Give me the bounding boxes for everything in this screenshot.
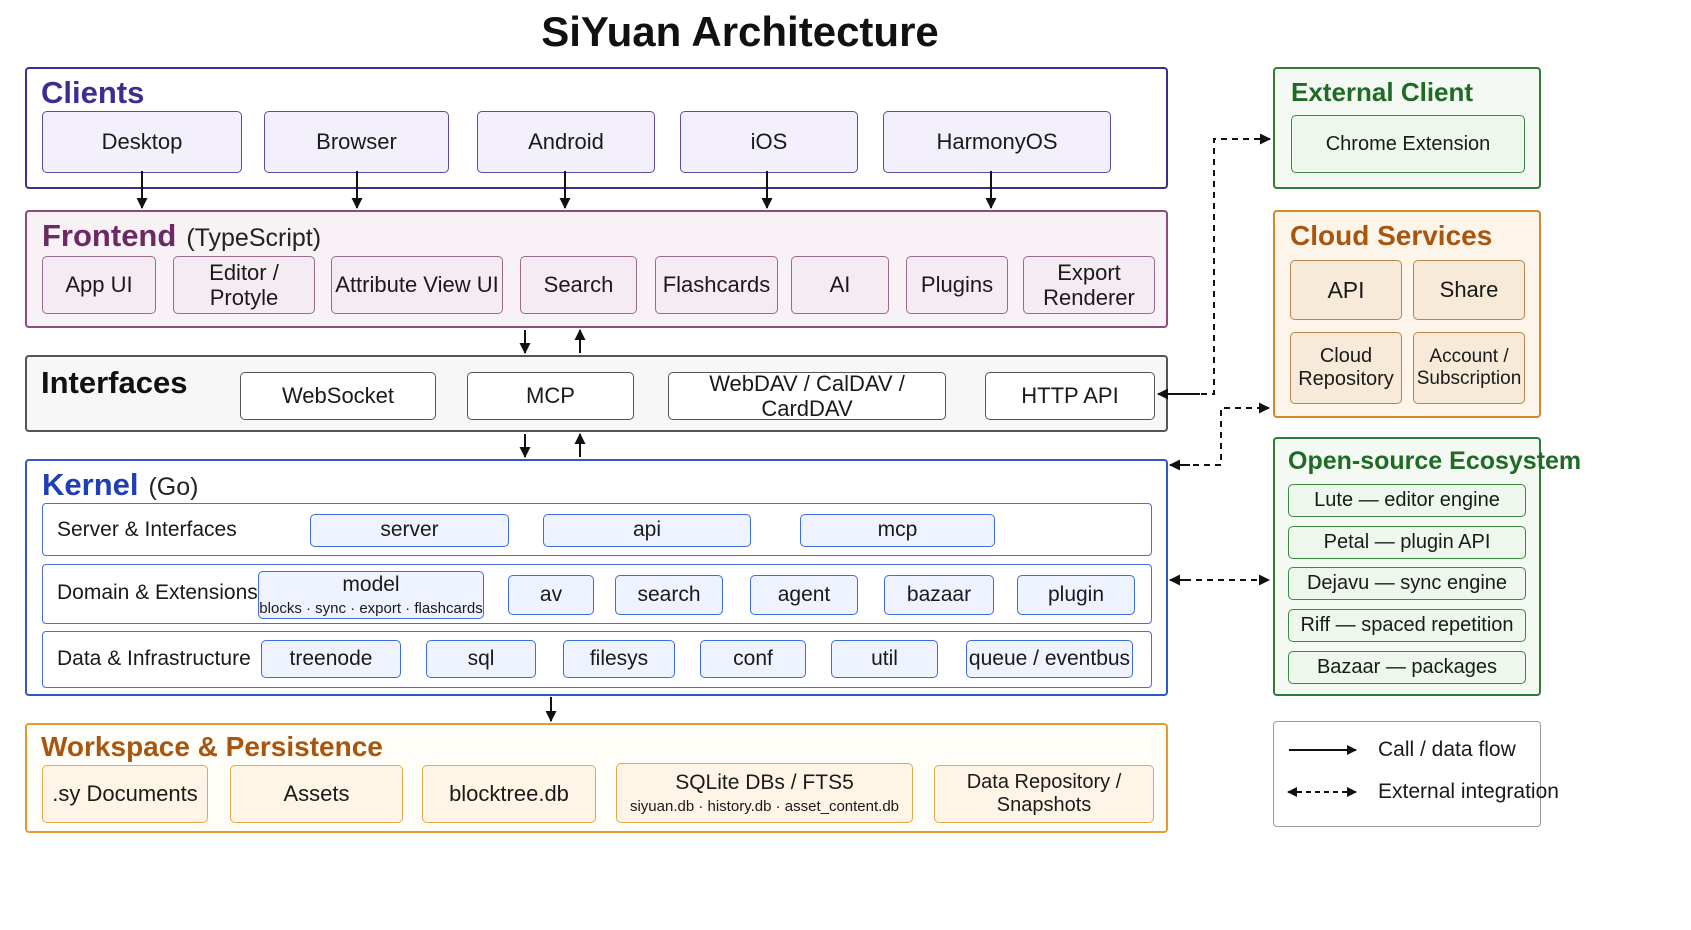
ecosystem-group: Open-source Ecosystem Lute — editor engi… xyxy=(1273,437,1581,696)
ecosystem-title: Open-source Ecosystem xyxy=(1288,447,1582,475)
frontend-export-renderer: Export Renderer xyxy=(1023,256,1155,314)
workspace-sqlite-detail: siyuan.db · history.db · asset_content.d… xyxy=(629,797,900,815)
external-chrome-extension: Chrome Extension xyxy=(1291,115,1525,173)
client-browser: Browser xyxy=(264,111,449,173)
cloud-share: Share xyxy=(1413,260,1525,320)
cloud-repository-line1: Cloud xyxy=(1319,345,1373,367)
dashed-http-api-chrome xyxy=(1168,133,1271,395)
workspace-sqlite: SQLite DBs / FTS5 siyuan.db · history.db… xyxy=(616,763,913,823)
frontend-group: Frontend (TypeScript) App UI Editor / Pro… xyxy=(25,210,1168,328)
kernel-conf: conf xyxy=(700,640,806,678)
kernel-plugin: plugin xyxy=(1017,575,1135,615)
legend-external-label: External integration xyxy=(1378,780,1559,803)
workspace-blocktree-db: blocktree.db xyxy=(422,765,596,823)
kernel-data-label: Data & Infrastructure xyxy=(57,647,251,670)
interfaces-group: Interfaces WebSocket MCP WebDAV / CalDAV… xyxy=(25,355,1168,432)
clients-title: Clients xyxy=(41,75,145,110)
frontend-ai: AI xyxy=(791,256,889,314)
ecosystem-dejavu: Dejavu — sync engine xyxy=(1288,567,1526,600)
frontend-attribute-view-ui: Attribute View UI xyxy=(331,256,503,314)
interfaces-title: Interfaces xyxy=(41,365,188,400)
page-title: SiYuan Architecture xyxy=(541,8,939,55)
interface-http-api: HTTP API xyxy=(985,372,1155,420)
kernel-queue-eventbus: queue / eventbus xyxy=(966,640,1133,678)
cloud-api: API xyxy=(1290,260,1402,320)
client-harmonyos: HarmonyOS xyxy=(883,111,1111,173)
kernel-model-detail: blocks · sync · export · flashcards xyxy=(259,599,483,617)
kernel-agent: agent xyxy=(750,575,858,615)
frontend-app-ui: App UI xyxy=(42,256,156,314)
kernel-search: search xyxy=(615,575,723,615)
workspace-data-repository: Data Repository / Snapshots xyxy=(934,765,1154,823)
legend: Call / data flow External integration xyxy=(1273,721,1559,827)
cloud-repository: Cloud Repository xyxy=(1290,332,1402,404)
frontend-search: Search xyxy=(520,256,637,314)
dashed-kernel-cloud xyxy=(1182,402,1270,466)
kernel-server-panel: Server & Interfaces server api mcp xyxy=(42,503,1152,556)
kernel-filesys: filesys xyxy=(563,640,675,678)
kernel-model: model blocks · sync · export · flashcard… xyxy=(258,571,484,619)
kernel-model-name: model xyxy=(342,572,400,596)
workspace-title: Workspace & Persistence xyxy=(41,731,383,762)
frontend-title-text: Frontend xyxy=(42,218,177,253)
frontend-flashcards: Flashcards xyxy=(655,256,778,314)
ecosystem-lute: Lute — editor engine xyxy=(1288,484,1526,517)
interface-mcp: MCP xyxy=(467,372,634,420)
legend-call-label: Call / data flow xyxy=(1378,738,1516,761)
kernel-domain-panel: Domain & Extensions model blocks · sync … xyxy=(42,564,1152,624)
client-desktop: Desktop xyxy=(42,111,242,173)
external-client-group: External Client Chrome Extension xyxy=(1273,67,1541,189)
kernel-server: server xyxy=(310,514,509,547)
client-ios: iOS xyxy=(680,111,858,173)
frontend-subtitle: (TypeScript) xyxy=(186,224,322,252)
ecosystem-bazaar: Bazaar — packages xyxy=(1288,651,1526,684)
interface-websocket: WebSocket xyxy=(240,372,436,420)
ecosystem-riff: Riff — spaced repetition xyxy=(1288,609,1526,642)
frontend-plugins: Plugins xyxy=(906,256,1008,314)
cloud-services-group: Cloud Services API Share Cloud Repositor… xyxy=(1273,210,1541,418)
workspace-sy-documents: .sy Documents xyxy=(42,765,208,823)
cloud-account-subscription: Account / Subscription xyxy=(1413,332,1525,404)
cloud-account-line1: Account / xyxy=(1429,346,1509,368)
cloud-services-title: Cloud Services xyxy=(1290,220,1493,251)
kernel-av: av xyxy=(508,575,594,615)
workspace-group: Workspace & Persistence .sy Documents As… xyxy=(25,723,1168,833)
external-client-title: External Client xyxy=(1291,77,1474,107)
kernel-mcp: mcp xyxy=(800,514,995,547)
clients-group: Clients Desktop Browser Android iOS Harm… xyxy=(25,67,1168,189)
interface-webdav: WebDAV / CalDAV / CardDAV xyxy=(668,371,946,421)
kernel-sql: sql xyxy=(426,640,536,678)
kernel-util: util xyxy=(831,640,938,678)
kernel-server-label: Server & Interfaces xyxy=(57,518,237,541)
kernel-title: Kernel (Go) xyxy=(42,467,198,503)
frontend-title: Frontend (TypeScript) xyxy=(42,218,321,254)
workspace-sqlite-name: SQLite DBs / FTS5 xyxy=(675,770,854,794)
kernel-data-panel: Data & Infrastructure treenode sql files… xyxy=(42,631,1152,688)
ecosystem-petal: Petal — plugin API xyxy=(1288,526,1526,559)
kernel-group: Kernel (Go) Server & Interfaces server ap… xyxy=(25,459,1168,696)
kernel-api: api xyxy=(543,514,751,547)
frontend-editor: Editor / Protyle xyxy=(173,256,315,314)
cloud-account-line2: Subscription xyxy=(1416,368,1522,389)
kernel-bazaar: bazaar xyxy=(884,575,994,615)
kernel-title-text: Kernel xyxy=(42,467,139,502)
workspace-assets: Assets xyxy=(230,765,403,823)
kernel-domain-label: Domain & Extensions xyxy=(57,581,258,604)
kernel-subtitle: (Go) xyxy=(148,473,199,501)
kernel-treenode: treenode xyxy=(261,640,401,678)
legend-arrows xyxy=(1287,745,1357,797)
cloud-repository-line2: Repository xyxy=(1298,368,1394,390)
